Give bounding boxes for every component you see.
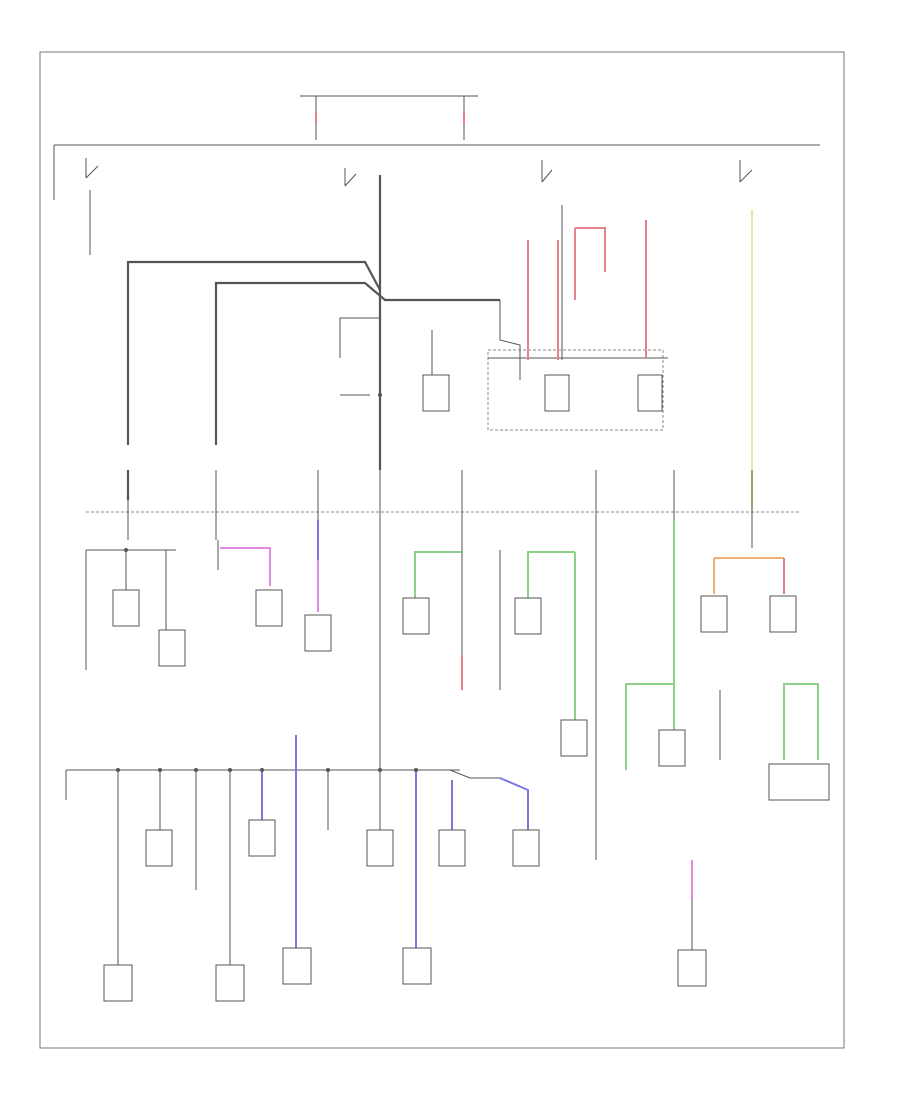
top-power-feed xyxy=(53,95,820,200)
ignition-switches xyxy=(85,158,753,255)
fuse-block xyxy=(86,470,800,860)
lower-bus xyxy=(65,735,707,1002)
main-trunk xyxy=(126,175,500,500)
diagram-border xyxy=(39,51,845,1049)
junction-dots xyxy=(116,393,418,772)
mid-branches xyxy=(85,520,830,801)
upper-components xyxy=(339,205,753,510)
